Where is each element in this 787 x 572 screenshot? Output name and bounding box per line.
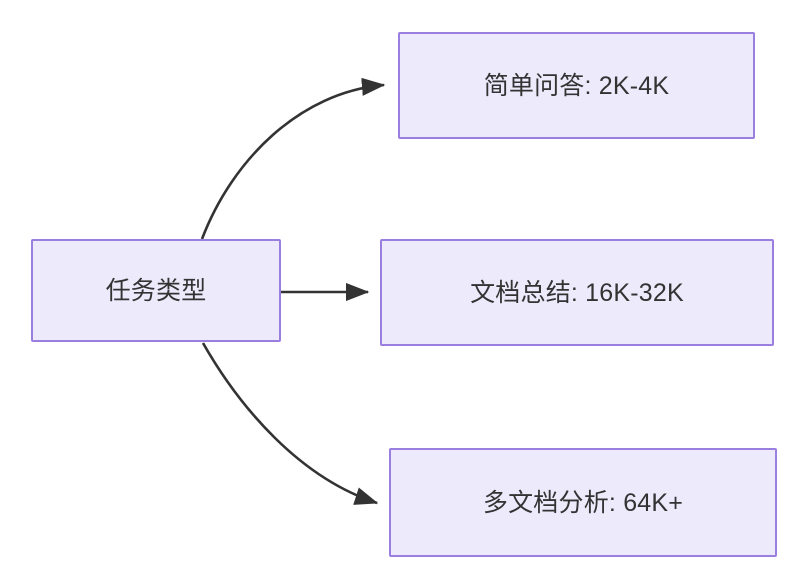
node-task-type[interactable]: 任务类型 [31, 239, 281, 342]
node-multi-doc-analysis[interactable]: 多文档分析: 64K+ [389, 448, 777, 557]
node-simple-qa-label: 简单问答: 2K-4K [483, 71, 670, 100]
node-doc-summary[interactable]: 文档总结: 16K-32K [380, 239, 774, 346]
node-simple-qa[interactable]: 简单问答: 2K-4K [398, 32, 755, 139]
node-task-type-label: 任务类型 [105, 276, 207, 305]
edge-to-multi-doc-analysis [201, 342, 379, 505]
node-multi-doc-analysis-label: 多文档分析: 64K+ [482, 488, 684, 517]
edge-to-simple-qa [200, 77, 386, 240]
node-doc-summary-label: 文档总结: 16K-32K [470, 278, 684, 307]
